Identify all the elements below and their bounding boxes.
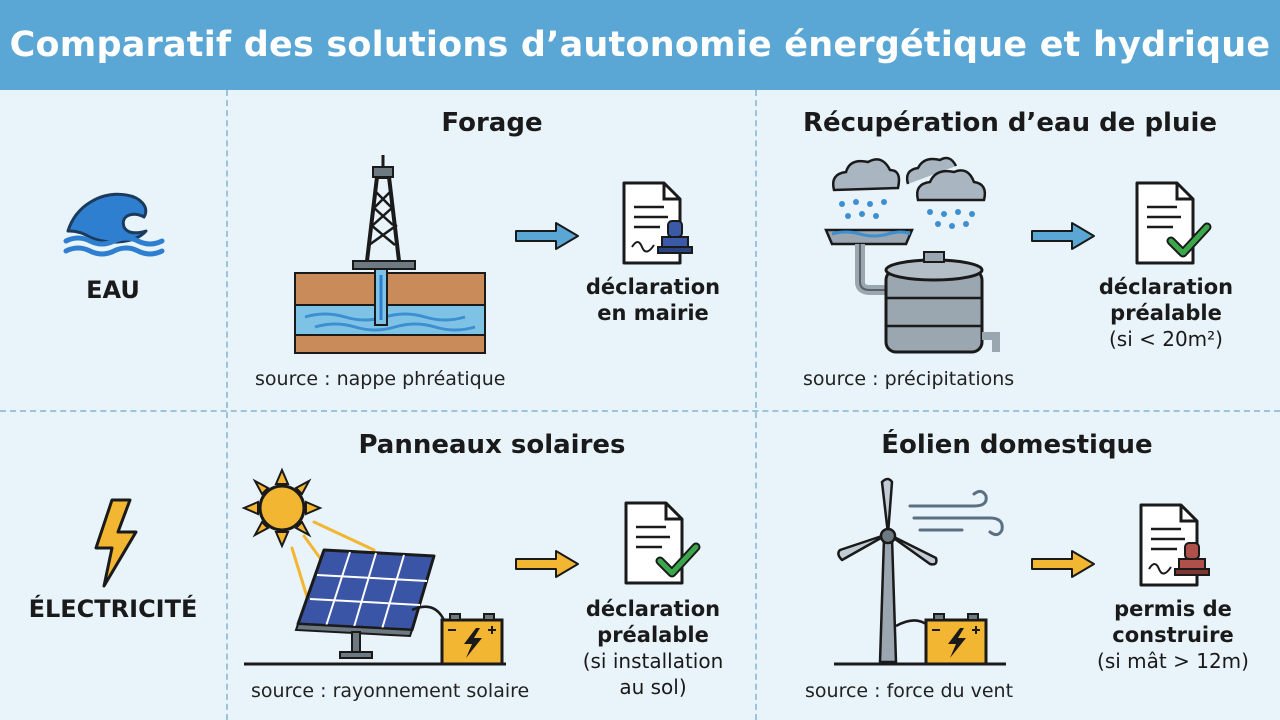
eolien-source: source : force du vent [805,680,1014,702]
page-title: Comparatif des solutions d’autonomie éne… [9,25,1271,65]
wind-turbine-battery-icon [834,477,1006,666]
grid-divider-vertical-left [226,90,228,720]
lightning-icon [94,498,138,588]
forage-requirement-line2: en mairie [597,301,709,325]
forage-requirement-line1: déclaration [585,275,721,299]
drilling-rig-icon [294,155,486,354]
pluie-requirement-line1: déclaration [1098,275,1234,299]
solaire-requirement: déclaration préalable (si installation a… [573,596,733,700]
solaire-requirement-note1: (si installation [582,649,724,673]
arrow-right-icon-forage [515,222,579,250]
pluie-requirement-note: (si < 20m²) [1108,327,1223,351]
eolien-requirement-note: (si mât > 12m) [1097,649,1249,673]
solaire-requirement-line2: préalable [597,623,709,647]
arrow-right-icon-solaire [515,550,579,578]
document-stamp-icon-forage [622,181,693,265]
arrow-right-icon-eolien [1031,550,1095,578]
forage-source: source : nappe phréatique [255,368,506,390]
forage-title: Forage [441,108,543,138]
eolien-requirement: permis de construire (si mât > 12m) [1093,596,1253,674]
header-banner: Comparatif des solutions d’autonomie éne… [0,0,1280,90]
wave-icon [63,192,165,257]
pluie-title: Récupération d’eau de pluie [802,108,1218,138]
document-check-icon-pluie [1135,181,1212,265]
document-stamp-icon-eolien [1139,503,1210,587]
grid-divider-vertical-middle [755,90,757,720]
solaire-requirement-line1: déclaration [585,597,721,621]
solaire-source: source : rayonnement solaire [251,680,530,702]
solaire-title: Panneaux solaires [358,430,626,460]
eolien-requirement-line1: permis de [1114,597,1232,621]
row-label-water: EAU [86,276,140,304]
eolien-title: Éolien domestique [881,430,1153,460]
rain-tank-icon [824,156,1000,354]
eolien-requirement-line2: construire [1112,623,1234,647]
arrow-right-icon-pluie [1031,222,1095,250]
forage-requirement: déclaration en mairie [573,274,733,326]
pluie-requirement-line2: préalable [1110,301,1222,325]
pluie-source: source : précipitations [803,368,1015,390]
document-check-icon-solaire [624,501,701,585]
pluie-requirement: déclaration préalable (si < 20m²) [1086,274,1246,352]
solaire-requirement-note2: au sol) [619,675,687,699]
row-label-electricity: ÉLECTRICITÉ [28,595,198,623]
solar-panel-battery-icon [241,467,506,666]
grid-divider-horizontal [0,410,1280,412]
